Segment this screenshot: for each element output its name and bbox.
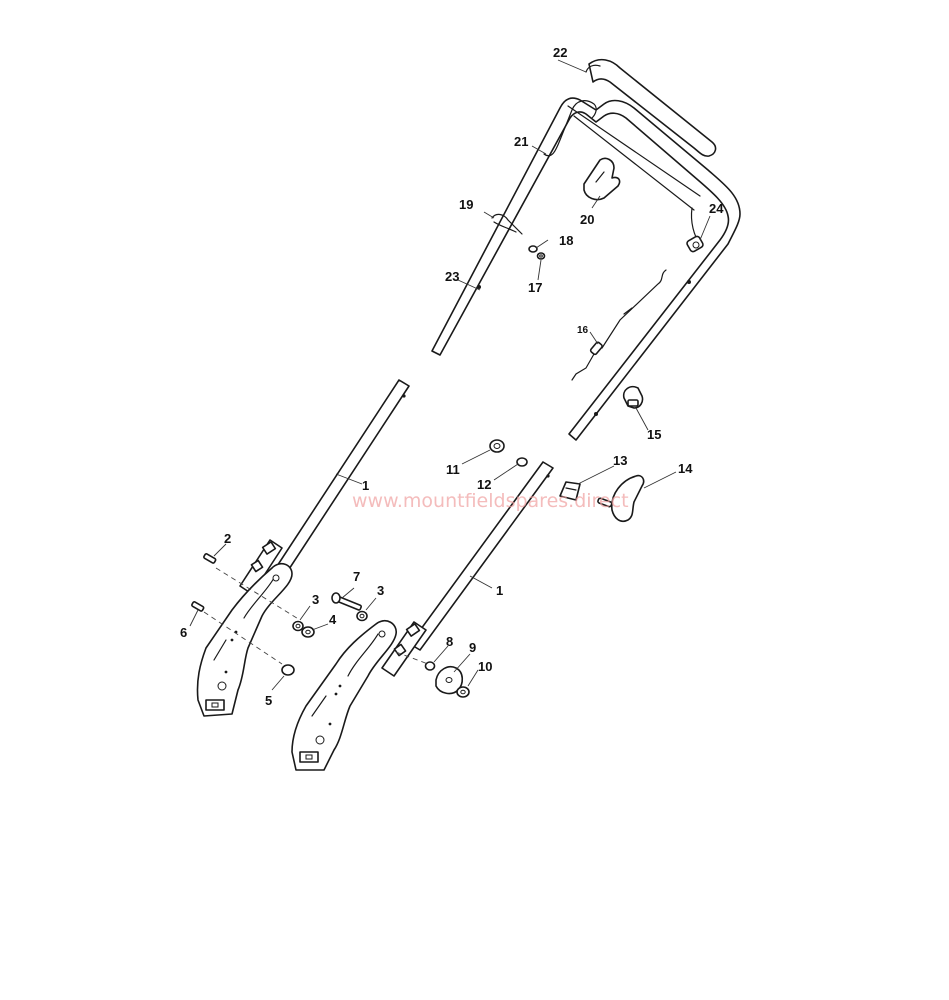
callout-18: 18	[559, 233, 573, 248]
callout-16: 16	[577, 325, 589, 336]
washer-12	[516, 457, 528, 467]
watermark-text: www.mountfieldspares.direct	[352, 490, 629, 512]
cable-clip-15	[622, 385, 644, 409]
lower-handle-right	[381, 461, 554, 677]
callout-3-left: 3	[312, 592, 319, 607]
callout-23: 23	[445, 269, 459, 284]
lever-14	[597, 474, 645, 523]
nut-11	[489, 439, 505, 453]
knob-9	[435, 665, 464, 695]
grip-bar-22	[588, 58, 717, 157]
callout-21: 21	[514, 134, 528, 149]
callout-20: 20	[580, 212, 594, 227]
callout-6: 6	[180, 625, 187, 640]
screw-2	[203, 553, 217, 564]
pin-19	[491, 213, 523, 235]
left-handle-bracket	[196, 562, 293, 717]
upper-handle-tube	[431, 97, 741, 441]
clip-13	[559, 481, 581, 501]
callout-1-left: 1	[362, 478, 369, 493]
callout-10: 10	[478, 659, 492, 674]
lower-handle-left	[239, 379, 410, 595]
nut-10	[456, 686, 470, 698]
callout-9: 9	[469, 640, 476, 655]
washer-8	[424, 661, 436, 671]
callout-11: 11	[446, 462, 460, 477]
callout-24: 24	[709, 201, 724, 216]
callout-2: 2	[224, 531, 231, 546]
callout-7: 7	[353, 569, 360, 584]
upper-handle-assembly	[431, 58, 741, 441]
callout-15: 15	[647, 427, 661, 442]
callout-12: 12	[477, 477, 491, 492]
washer-3b	[356, 610, 368, 622]
callout-13: 13	[613, 453, 627, 468]
washer-3a	[292, 620, 304, 632]
callout-4: 4	[329, 612, 337, 627]
callout-1-right: 1	[496, 583, 503, 598]
screw-6	[191, 601, 205, 612]
washer-18	[528, 245, 538, 253]
bolt-7	[331, 592, 363, 611]
callout-8: 8	[446, 634, 453, 649]
callout-22: 22	[553, 45, 567, 60]
nut-5	[281, 664, 295, 676]
callout-5: 5	[265, 693, 272, 708]
nut-4	[301, 626, 315, 638]
pivot-bush-24	[686, 235, 704, 253]
bail-wire-21	[543, 100, 597, 157]
callout-17: 17	[528, 280, 542, 295]
cable-clip-20	[583, 157, 621, 201]
callout-14: 14	[678, 461, 693, 476]
callout-19: 19	[459, 197, 473, 212]
right-handle-bracket	[291, 619, 397, 771]
cable-16	[571, 269, 667, 381]
callout-3-right: 3	[377, 583, 384, 598]
